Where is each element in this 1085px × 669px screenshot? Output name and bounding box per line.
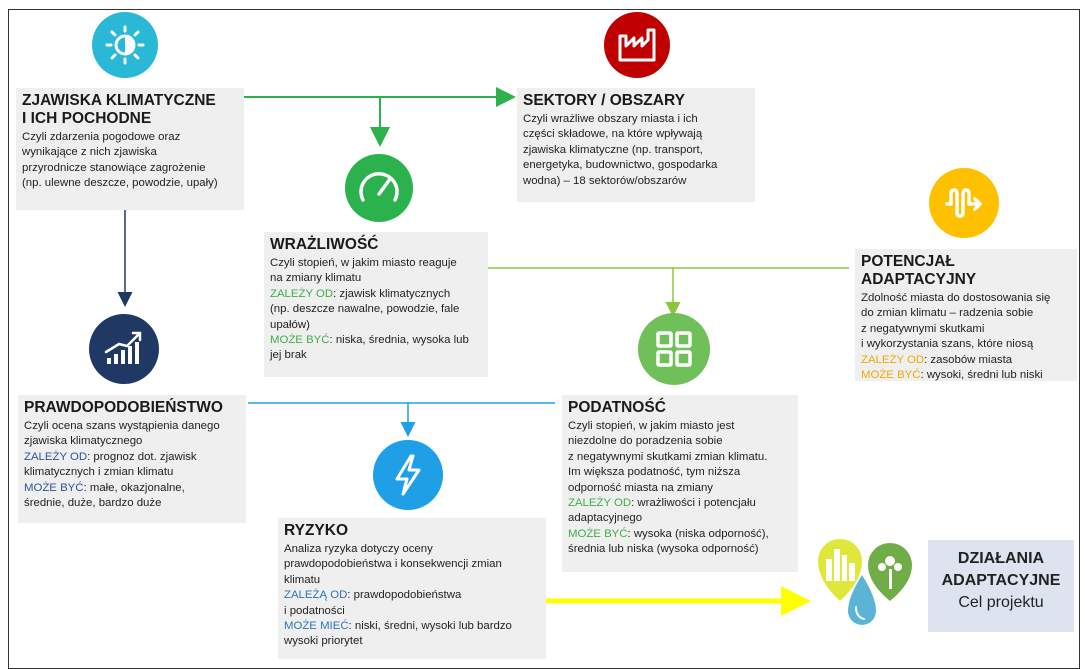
sectors-desc-line: energetyka, budownictwo, gospodarka xyxy=(523,159,718,172)
susceptibility-can-be: MOŻE BYĆ: wysoka (niska odporność), xyxy=(568,527,792,542)
can-be-key: MOŻE BYĆ xyxy=(24,481,84,494)
sensitivity-desc-line: na zmiany klimatu xyxy=(270,272,362,285)
sectors-box: SEKTORY / OBSZARY Czyli wrażliwe obszary… xyxy=(517,88,755,202)
depends-value: : zjawisk klimatycznych xyxy=(333,287,451,300)
can-be-key: MOŻE BYĆ xyxy=(270,334,330,347)
probability-depends: ZALEŻY OD: prognoz dot. zjawisk xyxy=(24,450,240,465)
can-be-key: MOŻE BYĆ xyxy=(861,369,921,382)
susceptibility-desc-line: z negatywnymi skutkami zmian klimatu. xyxy=(568,450,768,463)
wave-arrow-icon xyxy=(929,168,999,238)
sensitivity-can-be-line: jej brak xyxy=(270,349,307,362)
can-have-value: : niski, średni, wysoki lub bardzo xyxy=(348,620,512,633)
sensitivity-depends-line: (np. deszcze nawalne, powodzie, fale xyxy=(270,303,460,316)
climate-desc-line: Czyli zdarzenia pogodowe oraz xyxy=(22,131,181,143)
depends-key: ZALEŻĄ OD xyxy=(284,589,348,602)
sectors-desc-line: zjawiska klimatyczne (np. transport, xyxy=(523,143,703,156)
susceptibility-desc-line: odporność miasta na zmiany xyxy=(568,481,713,494)
probability-box: PRAWDOPODOBIEŃSTWO Czyli ocena szans wys… xyxy=(18,395,246,523)
susceptibility-title: PODATNOŚĆ xyxy=(568,399,666,416)
sectors-desc-line: wodna) – 18 sektorów/obszarów xyxy=(523,174,687,187)
city-drop-tree-icon xyxy=(818,539,912,625)
can-be-value: : wysoki, średni lub niski xyxy=(920,369,1043,382)
depends-value: : prawdopodobieństwa xyxy=(347,589,462,602)
actions-subtitle: Cel projektu xyxy=(958,594,1044,611)
sectors-desc-line: części składowe, na które wpływają xyxy=(523,128,703,141)
bar-chart-trend-icon xyxy=(89,314,159,384)
risk-box: RYZYKO Analiza ryzyka dotyczy oceny praw… xyxy=(278,518,546,659)
climate-desc-line: przyrodnicze stanowiące zagrożenie xyxy=(22,161,206,174)
risk-can-have-line: wysoki priorytet xyxy=(284,635,363,648)
depends-value: : wrażliwości i potencjału xyxy=(631,497,756,510)
adaptive-depends: ZALEŻY OD: zasobów miasta xyxy=(861,353,1071,368)
susceptibility-desc-line: Im większa podatność, tym niższa xyxy=(568,466,741,479)
depends-key: ZALEŻY OD xyxy=(24,450,88,463)
risk-desc-line: prawdopodobieństwa i konsekwencji zmian xyxy=(284,558,502,571)
climate-phenomena-title: ZJAWISKA KLIMATYCZNE I ICH POCHODNE xyxy=(22,92,238,128)
sensitivity-depends-line: upałów) xyxy=(270,318,310,331)
climate-title-line1: ZJAWISKA KLIMATYCZNE xyxy=(22,92,216,109)
risk-can-have: MOŻE MIEĆ: niski, średni, wysoki lub bar… xyxy=(284,619,540,634)
depends-key: ZALEŻY OD xyxy=(270,287,334,300)
can-be-value: : wysoka (niska odporność), xyxy=(627,527,769,540)
susceptibility-desc-line: Czyli stopień, w jakim miasto jest xyxy=(568,420,735,432)
sun-cloud-icon xyxy=(92,12,158,78)
climate-desc-line: wynikające z nich zjawiska xyxy=(22,146,157,159)
probability-desc-line: Czyli ocena szans wystąpienia danego xyxy=(24,420,220,432)
adaptive-desc-line: do zmian klimatu – radzenia sobie xyxy=(861,307,1034,320)
sensitivity-box: WRAŻLIWOŚĆ Czyli stopień, w jakim miasto… xyxy=(264,232,488,377)
susceptibility-depends-line: adaptacyjnego xyxy=(568,512,643,525)
climate-phenomena-box: ZJAWISKA KLIMATYCZNE I ICH POCHODNE Czyl… xyxy=(16,88,244,210)
sensitivity-can-be: MOŻE BYĆ: niska, średnia, wysoka lub xyxy=(270,333,482,348)
susceptibility-depends: ZALEŻY OD: wrażliwości i potencjału xyxy=(568,496,792,511)
grid-squares-icon xyxy=(638,313,710,385)
climate-title-line2: I ICH POCHODNE xyxy=(22,110,152,127)
can-be-key: MOŻE BYĆ xyxy=(568,527,628,540)
sectors-title: SEKTORY / OBSZARY xyxy=(523,92,685,109)
sensitivity-depends: ZALEŻY OD: zjawisk klimatycznych xyxy=(270,287,482,302)
adaptive-capacity-title: POTENCJAŁ ADAPTACYJNY xyxy=(861,253,977,288)
actions-title-line2: ADAPTACYJNE xyxy=(941,572,1061,589)
can-be-value: : małe, okazjonalne, xyxy=(83,481,185,494)
probability-desc-line: zjawiska klimatycznego xyxy=(24,435,143,448)
risk-desc-line: klimatu xyxy=(284,573,321,586)
risk-depends: ZALEŻĄ OD: prawdopodobieństwa xyxy=(284,588,540,603)
actions-title-line1: DZIAŁANIA xyxy=(957,550,1045,567)
risk-depends-line: i podatności xyxy=(284,604,345,617)
susceptibility-box: PODATNOŚĆ Czyli stopień, w jakim miasto … xyxy=(562,395,798,572)
probability-depends-line: klimatycznych i zmian klimatu xyxy=(24,466,174,479)
probability-title: PRAWDOPODOBIEŃSTWO xyxy=(24,399,223,416)
risk-title: RYZYKO xyxy=(284,522,349,539)
depends-value: : zasobów miasta xyxy=(924,353,1013,366)
adaptive-desc-line: Zdolność miasta do dostosowania się xyxy=(861,292,1051,304)
adaptive-can-be: MOŻE BYĆ: wysoki, średni lub niski xyxy=(861,368,1071,383)
depends-key: ZALEŻY OD xyxy=(861,353,925,366)
depends-key: ZALEŻY OD xyxy=(568,497,632,510)
depends-value: : prognoz dot. zjawisk xyxy=(87,450,197,463)
probability-can-be-line: średnie, duże, bardzo duże xyxy=(24,497,162,510)
risk-desc-line: Analiza ryzyka dotyczy oceny xyxy=(284,543,433,555)
can-be-value: : niska, średnia, wysoka lub xyxy=(329,334,469,347)
sensitivity-desc-line: Czyli stopień, w jakim miasto reaguje xyxy=(270,257,457,269)
sectors-desc-line: Czyli wrażliwe obszary miasta i ich xyxy=(523,113,698,125)
probability-can-be: MOŻE BYĆ: małe, okazjonalne, xyxy=(24,481,240,496)
lightning-icon xyxy=(373,440,443,510)
can-have-key: MOŻE MIEĆ xyxy=(284,620,349,633)
adaptive-desc-line: z negatywnymi skutkami xyxy=(861,322,985,335)
factory-icon xyxy=(604,12,670,78)
adaptive-desc-line: i wykorzystania szans, które niosą xyxy=(861,338,1034,351)
susceptibility-desc-line: niezdolne do poradzenia sobie xyxy=(568,435,723,448)
susceptibility-can-be-line: średnia lub niska (wysoka odporność) xyxy=(568,543,759,556)
adaptive-capacity-box: POTENCJAŁ ADAPTACYJNY Zdolność miasta do… xyxy=(855,249,1077,381)
gauge-icon xyxy=(345,154,413,222)
adaptation-actions-box: DZIAŁANIA ADAPTACYJNE Cel projektu xyxy=(928,540,1074,632)
sensitivity-title: WRAŻLIWOŚĆ xyxy=(270,236,379,253)
climate-desc-line: (np. ulewne deszcze, powodzie, upały) xyxy=(22,177,218,190)
